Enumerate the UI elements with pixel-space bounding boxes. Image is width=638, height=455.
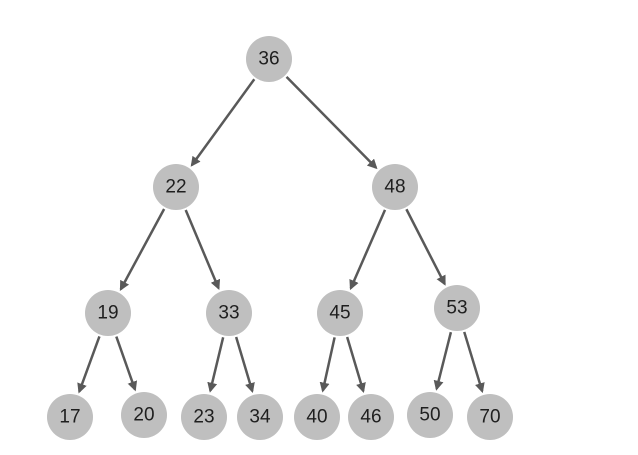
node-label: 40 <box>306 407 327 428</box>
edges-layer <box>77 75 485 394</box>
node-label: 46 <box>360 407 381 428</box>
node-label: 53 <box>446 298 467 319</box>
node-circle <box>246 36 292 82</box>
tree-node-19: 19 <box>85 290 131 336</box>
tree-node-70: 70 <box>467 394 513 440</box>
node-circle <box>206 290 252 336</box>
node-circle <box>294 394 340 440</box>
node-label: 22 <box>165 177 186 198</box>
edge-arrow-19-to-17 <box>77 336 101 394</box>
node-circle <box>47 394 93 440</box>
node-circle <box>317 290 363 336</box>
node-circle <box>121 392 167 438</box>
node-circle <box>407 392 453 438</box>
tree-node-45: 45 <box>317 290 363 336</box>
node-label: 19 <box>97 303 118 324</box>
edge-arrow-48-to-45 <box>349 209 387 291</box>
tree-node-17: 17 <box>47 394 93 440</box>
tree-node-34: 34 <box>237 394 283 440</box>
node-label: 33 <box>218 303 239 324</box>
node-circle <box>372 164 418 210</box>
node-label: 48 <box>384 177 405 198</box>
tree-node-23: 23 <box>181 394 227 440</box>
node-label: 50 <box>419 405 440 426</box>
tree-node-40: 40 <box>294 394 340 440</box>
node-circle <box>237 394 283 440</box>
node-circle <box>348 394 394 440</box>
edge-arrow-19-to-20 <box>115 336 138 392</box>
edge-arrow-45-to-46 <box>345 336 366 394</box>
edge-arrow-33-to-23 <box>207 337 225 393</box>
nodes-layer: 36 22 48 19 33 45 53 17 20 23 34 40 46 50 70 <box>47 36 513 440</box>
node-label: 23 <box>193 407 214 428</box>
node-circle <box>85 290 131 336</box>
node-label: 17 <box>59 407 80 428</box>
node-label: 34 <box>249 407 271 428</box>
node-circle <box>181 394 227 440</box>
node-label: 70 <box>479 407 500 428</box>
tree-node-50: 50 <box>407 392 453 438</box>
tree-node-46: 46 <box>348 394 394 440</box>
tree-node-53: 53 <box>434 285 480 331</box>
node-circle <box>153 164 199 210</box>
tree-node-20: 20 <box>121 392 167 438</box>
edge-arrow-48-to-53 <box>405 208 446 286</box>
edge-arrow-36-to-48 <box>285 75 378 170</box>
edge-arrow-53-to-50 <box>433 331 453 391</box>
edge-arrow-33-to-34 <box>234 336 255 394</box>
node-label: 20 <box>133 405 154 426</box>
edge-arrow-45-to-40 <box>319 337 336 393</box>
node-circle <box>434 285 480 331</box>
node-label: 36 <box>258 49 279 70</box>
edge-arrow-22-to-33 <box>184 209 221 290</box>
node-circle <box>467 394 513 440</box>
tree-node-33: 33 <box>206 290 252 336</box>
edge-arrow-36-to-22 <box>190 78 256 167</box>
edge-arrow-53-to-70 <box>463 331 485 394</box>
tree-node-48: 48 <box>372 164 418 210</box>
tree-node-36: 36 <box>246 36 292 82</box>
tree-node-22: 22 <box>153 164 199 210</box>
edge-arrow-22-to-19 <box>119 208 166 291</box>
node-label: 45 <box>329 303 350 324</box>
